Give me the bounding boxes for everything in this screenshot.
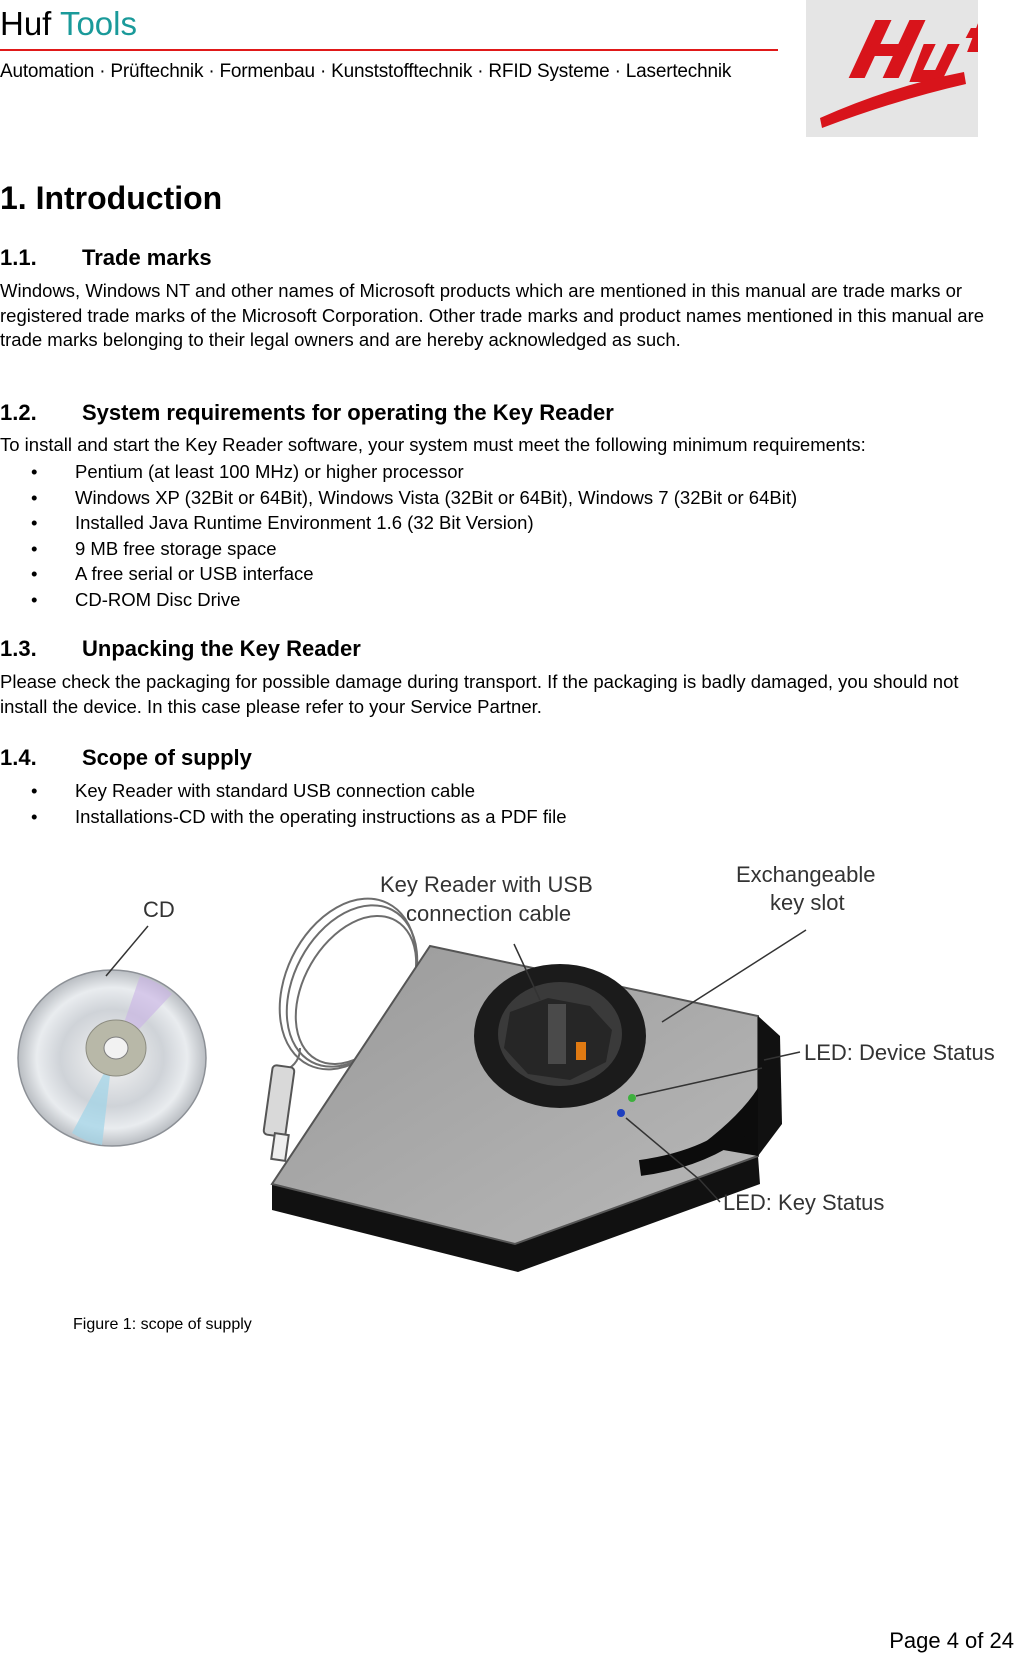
figure-illustration: CD Key R bbox=[17, 862, 995, 1272]
reader-label-line2: connection cable bbox=[406, 901, 571, 926]
key-reader-device bbox=[270, 944, 782, 1272]
section-number: 1.1. bbox=[0, 245, 37, 270]
section-title: Scope of supply bbox=[82, 745, 252, 770]
led-device-pointer-line bbox=[763, 1051, 801, 1061]
section-number: 1.3. bbox=[0, 636, 37, 661]
slot-label-line2: key slot bbox=[770, 890, 845, 915]
list-item: • CD-ROM Disc Drive bbox=[0, 587, 797, 613]
section-heading-trade-marks: 1.1. Trade marks bbox=[0, 244, 212, 272]
bullet: • bbox=[31, 512, 38, 533]
led-key-pointer-line bbox=[625, 1117, 721, 1203]
bullet: • bbox=[31, 486, 38, 508]
section-number: 1.4. bbox=[0, 745, 37, 770]
section-number: 1.2. bbox=[0, 400, 37, 425]
list-item: • Pentium (at least 100 MHz) or higher pr… bbox=[0, 459, 797, 485]
brand-name-huf: Huf bbox=[0, 5, 52, 42]
brand-name-tools: Tools bbox=[59, 5, 137, 42]
led-key-status-label: LED: Key Status bbox=[723, 1190, 884, 1215]
section-heading-scope-of-supply: 1.4. Scope of supply bbox=[0, 744, 252, 772]
usb-plug bbox=[262, 1064, 296, 1162]
bullet: • bbox=[31, 780, 38, 801]
cd-label: CD bbox=[143, 897, 175, 922]
huf-logo-mark bbox=[820, 14, 1005, 128]
bullet: • bbox=[31, 537, 38, 559]
section-heading-system-requirements: 1.2. System requirements for operating th… bbox=[0, 399, 614, 427]
list-item: • Installations-CD with the operating ins… bbox=[0, 804, 567, 830]
list-item-text: Pentium (at least 100 MHz) or higher pro… bbox=[75, 461, 464, 482]
brand-title: Huf Tools bbox=[0, 4, 137, 44]
list-item-text: A free serial or USB interface bbox=[75, 563, 314, 584]
section-title: System requirements for operating the Ke… bbox=[82, 400, 614, 425]
figure-caption: Figure 1: scope of supply bbox=[73, 1316, 252, 1333]
unpacking-paragraph: Please check the packaging for possible … bbox=[0, 671, 959, 717]
section-heading-unpacking: 1.3. Unpacking the Key Reader bbox=[0, 635, 361, 663]
reader-label-line1: Key Reader with USB bbox=[380, 872, 593, 897]
requirements-intro: To install and start the Key Reader soft… bbox=[0, 434, 866, 455]
chapter-title: 1. Introduction bbox=[0, 180, 223, 216]
slot-pointer-line bbox=[661, 929, 807, 1023]
header-tagline: Automation · Prüftechnik · Formenbau · K… bbox=[0, 61, 732, 82]
list-item-text: Windows XP (32Bit or 64Bit), Windows Vis… bbox=[75, 486, 798, 508]
cd-pointer-line bbox=[105, 925, 149, 977]
led-device-pointer-line-2 bbox=[635, 1067, 763, 1097]
slot-label-line1: Exchangeable bbox=[736, 862, 875, 887]
list-item: • 9 MB free storage space bbox=[0, 536, 797, 562]
led-device-status-label: LED: Device Status bbox=[804, 1040, 995, 1065]
list-item-text: Installations-CD with the operating inst… bbox=[75, 805, 567, 827]
scope-of-supply-figure: CD Key R bbox=[0, 848, 1014, 1308]
section-title: Trade marks bbox=[82, 245, 212, 270]
cd-disc bbox=[17, 969, 207, 1147]
bullet: • bbox=[31, 563, 38, 584]
list-item: • A free serial or USB interface bbox=[0, 561, 797, 587]
list-item-text: Installed Java Runtime Environment 1.6 (… bbox=[75, 512, 534, 533]
list-item: • Windows XP (32Bit or 64Bit), Windows Vi… bbox=[0, 485, 797, 511]
trade-marks-paragraph: Windows, Windows NT and other names of M… bbox=[0, 280, 985, 350]
bullet: • bbox=[31, 805, 38, 827]
list-item-text: Key Reader with standard USB connection … bbox=[75, 780, 476, 801]
bullet: • bbox=[31, 461, 38, 482]
page-number: Page 4 of 24 bbox=[889, 1628, 1014, 1653]
reader-pointer-line bbox=[513, 943, 541, 1001]
list-item: • Installed Java Runtime Environment 1.6 … bbox=[0, 510, 797, 536]
list-item-text: 9 MB free storage space bbox=[75, 537, 277, 559]
section-title: Unpacking the Key Reader bbox=[82, 636, 361, 661]
huf-logo bbox=[806, 0, 1005, 137]
scope-list: • Key Reader with standard USB connection… bbox=[0, 778, 567, 829]
bullet: • bbox=[31, 588, 38, 610]
header-divider bbox=[0, 49, 778, 51]
list-item-text: CD-ROM Disc Drive bbox=[75, 588, 241, 610]
list-item: • Key Reader with standard USB connection… bbox=[0, 778, 567, 804]
requirements-list: • Pentium (at least 100 MHz) or higher pr… bbox=[0, 459, 797, 612]
